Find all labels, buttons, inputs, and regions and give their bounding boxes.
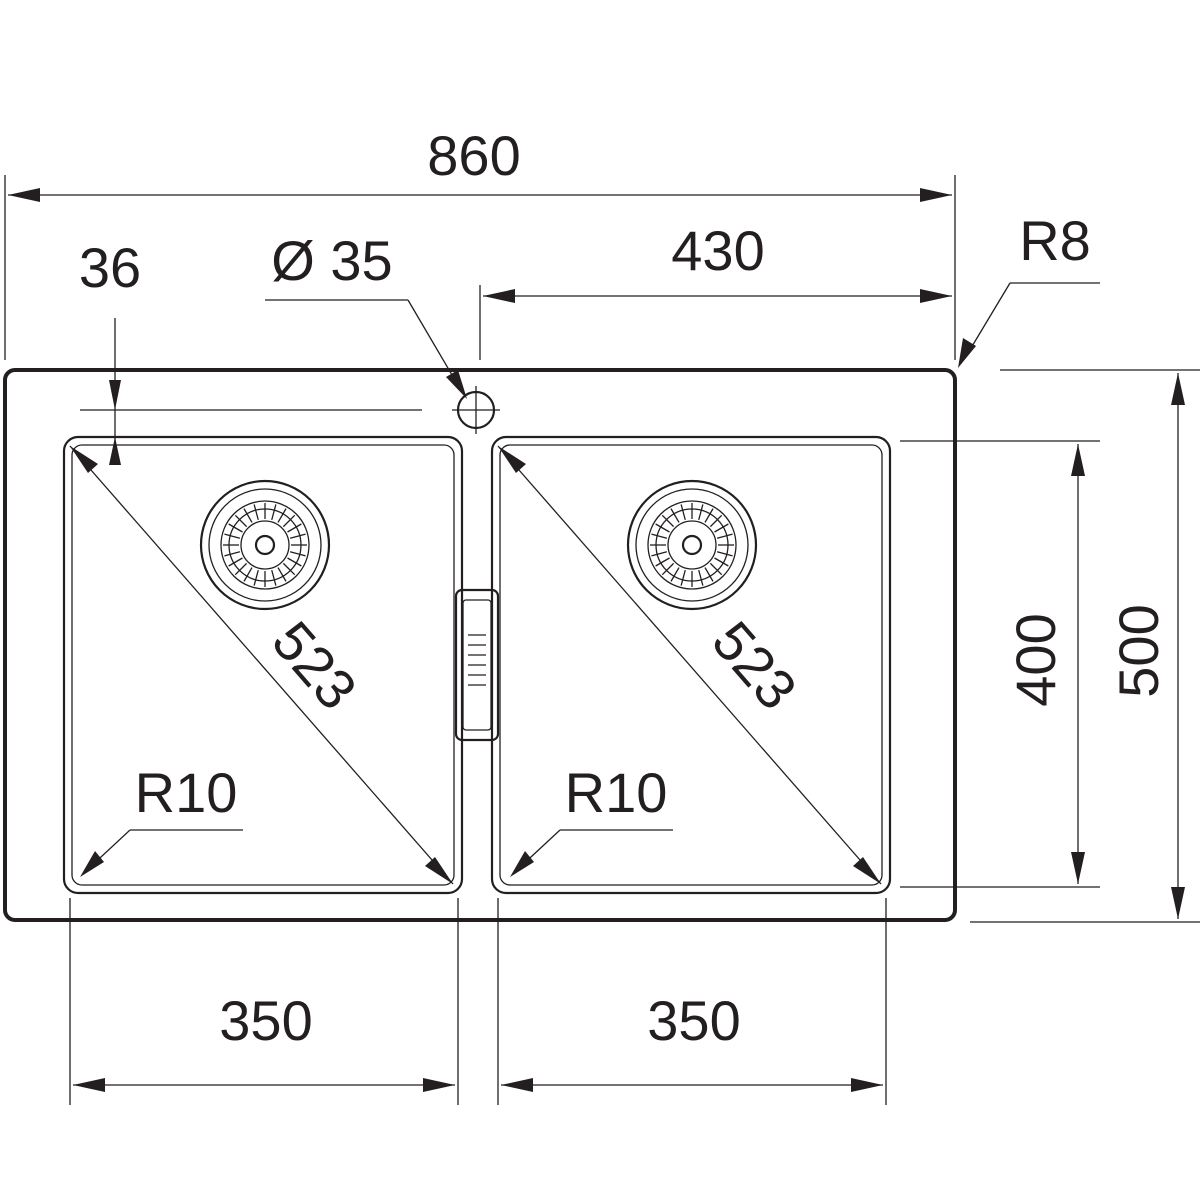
drain-spoke (661, 514, 675, 528)
tap-hole-callout: Ø 35 (265, 229, 467, 399)
drain-spoke (655, 523, 670, 533)
drain-spoke (277, 508, 287, 523)
left-bowl-radius-callout: R10 (80, 761, 243, 877)
drain-spoke (287, 523, 302, 533)
drain-spoke (234, 514, 248, 528)
drain-spoke (651, 533, 668, 539)
drain-spoke (698, 569, 704, 586)
right-bowl-radius-label: R10 (565, 761, 668, 824)
drain-spoke (661, 562, 675, 576)
drain-spoke (234, 562, 248, 576)
drain-spoke (709, 562, 723, 576)
left-bowl-width-dimension: 350 (69, 898, 459, 1105)
drain-spoke (704, 508, 714, 523)
drain-spoke (277, 567, 287, 582)
drain-spoke (228, 557, 243, 567)
right-diagonal-label: 523 (700, 609, 809, 721)
left-drain-icon (199, 479, 331, 611)
left-bowl-radius-label: R10 (135, 761, 238, 824)
drain-spoke (243, 567, 253, 582)
dimension-430: 430 (479, 219, 952, 360)
tap-hole-icon (452, 386, 500, 434)
drain-spoke (670, 508, 680, 523)
drain-spoke (271, 504, 277, 521)
right-bowl-radius-callout: R10 (510, 761, 673, 877)
outer-radius-label: R8 (1019, 209, 1091, 272)
drain-spoke (224, 533, 241, 539)
right-bowl (490, 435, 892, 895)
drain-spoke (282, 514, 296, 528)
dimension-500: 500 (970, 369, 1200, 923)
tap-hole-label: Ø 35 (271, 229, 392, 292)
dimension-400: 400 (900, 440, 1100, 888)
drain-spoke (670, 567, 680, 582)
left-diagonal-label: 523 (260, 609, 369, 721)
drain-spoke (655, 557, 670, 567)
drain-spoke (651, 551, 668, 557)
right-bowl-width-label: 350 (647, 989, 740, 1052)
drain-spoke (709, 514, 723, 528)
outer-radius-callout: R8 (958, 209, 1100, 368)
left-bowl (62, 435, 464, 895)
dimension-860: 860 (4, 124, 956, 360)
drain-spoke (716, 551, 733, 557)
drain-spoke (282, 562, 296, 576)
drain-spoke (680, 569, 686, 586)
drain-spoke (253, 569, 259, 586)
drain-spoke (716, 533, 733, 539)
left-diagonal-dimension: 523 (69, 445, 454, 885)
drain-spoke (704, 567, 714, 582)
drain-spoke (271, 569, 277, 586)
right-diagonal-dimension: 523 (497, 445, 882, 885)
right-bowl-width-dimension: 350 (497, 898, 887, 1105)
dimension-430-label: 430 (671, 219, 764, 282)
edge-offset-label: 36 (79, 236, 141, 299)
drain-spoke (289, 533, 306, 539)
drain-spoke (714, 523, 729, 533)
drain-spoke (253, 504, 259, 521)
drain-spoke (714, 557, 729, 567)
dimension-860-label: 860 (427, 124, 520, 187)
drain-spoke (287, 557, 302, 567)
right-drain-icon (626, 479, 758, 611)
dimension-500-label: 500 (1107, 604, 1170, 697)
drain-spoke (228, 523, 243, 533)
overflow-slot (454, 588, 500, 742)
drain-spoke (698, 504, 704, 521)
drain-spoke (224, 551, 241, 557)
sink-outline (3, 368, 957, 922)
drain-spoke (680, 504, 686, 521)
dimension-400-label: 400 (1004, 613, 1067, 706)
edge-offset-dimension: 36 (79, 236, 141, 465)
drain-spoke (243, 508, 253, 523)
drain-spoke (289, 551, 306, 557)
left-bowl-width-label: 350 (219, 989, 312, 1052)
